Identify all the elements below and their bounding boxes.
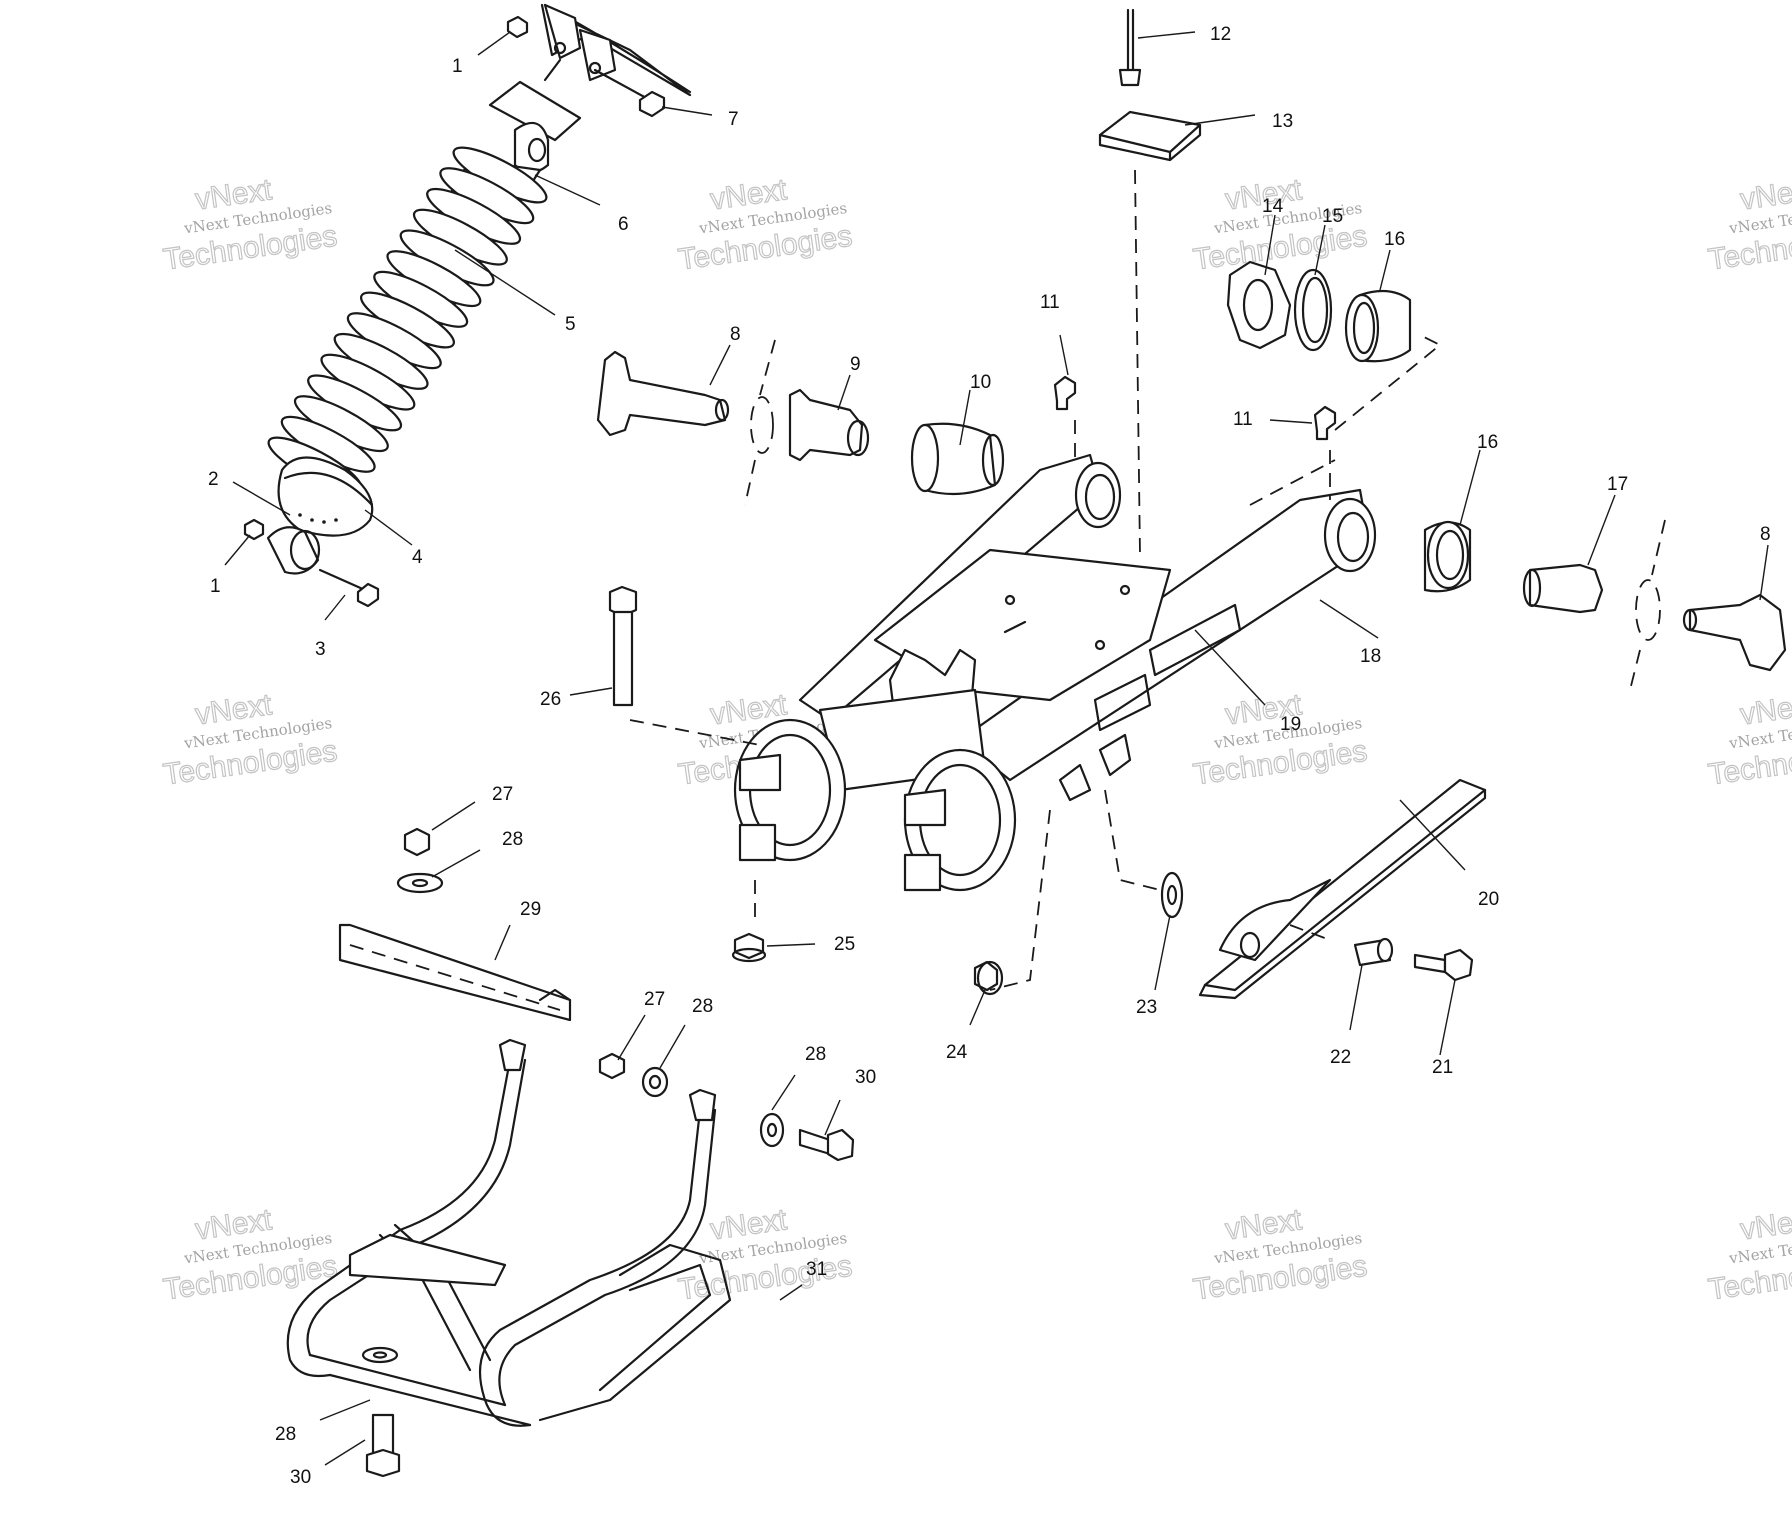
callout-20: 20: [1478, 889, 1499, 910]
callout-8-right: 8: [1760, 524, 1771, 545]
callout-leaders: [224, 31, 1769, 1466]
callout-3: 3: [315, 639, 326, 660]
callout-21: 21: [1432, 1057, 1453, 1078]
callout-13: 13: [1272, 111, 1293, 132]
pivot-shaft-8-right: [1688, 593, 1787, 672]
callout-25: 25: [834, 934, 855, 955]
pivot-shaft-8: [596, 350, 727, 437]
watermark-vnext: vNext: [1738, 688, 1792, 731]
callout-1-top: 1: [452, 56, 463, 77]
top-hardware: [1053, 8, 1412, 441]
callout-labels: 1 7 6 5 2 1 4 3 12 13 14 15 16 11 8 9 10…: [208, 24, 1771, 1488]
callout-18: 18: [1360, 646, 1381, 667]
callout-9: 9: [850, 354, 861, 375]
callout-12: 12: [1210, 24, 1231, 45]
skid-assembly: [973, 778, 1487, 1000]
callout-19: 19: [1280, 714, 1301, 735]
callout-4: 4: [412, 547, 423, 568]
callout-11-right: 11: [1233, 409, 1253, 430]
callout-8-left: 8: [730, 324, 741, 345]
callout-6: 6: [618, 214, 629, 235]
callout-17: 17: [1607, 474, 1628, 495]
pivot-hardware-left: [596, 339, 1005, 506]
callout-28-bottom: 28: [275, 1424, 296, 1445]
bolt-7: [593, 68, 652, 102]
watermark-vnext: vNext: [1738, 1203, 1792, 1246]
callout-27-top: 27: [492, 784, 513, 805]
angle-strip-29: [338, 923, 572, 1022]
callout-16-top: 16: [1384, 229, 1405, 250]
callout-14: 14: [1262, 196, 1284, 217]
callout-23: 23: [1136, 997, 1157, 1018]
grab-bar-bracket: [348, 1233, 507, 1287]
grab-bar-assembly: [286, 1038, 855, 1478]
callout-28-right: 28: [805, 1044, 826, 1065]
callout-29: 29: [520, 899, 541, 920]
swing-arm: [733, 169, 1442, 991]
callout-26: 26: [540, 689, 561, 710]
nut-14: [1226, 260, 1292, 350]
callout-22: 22: [1330, 1047, 1351, 1068]
shock-absorber-assembly: [243, 3, 692, 608]
callout-5: 5: [565, 314, 576, 335]
callout-28-top: 28: [502, 829, 523, 850]
coil-spring: [267, 146, 548, 494]
callout-2: 2: [208, 469, 219, 490]
callout-31: 31: [806, 1259, 827, 1280]
pivot-hardware-right: [1423, 519, 1787, 691]
nut-25: [733, 932, 765, 960]
callout-28-mid: 28: [692, 996, 713, 1017]
callout-15: 15: [1322, 206, 1343, 227]
watermark-vnext: vNext: [1738, 173, 1792, 216]
nut-top: [506, 15, 529, 39]
callout-7: 7: [728, 109, 739, 130]
plate-13: [1098, 110, 1202, 154]
spacer-17: [1528, 563, 1604, 614]
callout-11-left: 11: [1040, 292, 1060, 313]
callout-24: 24: [946, 1042, 968, 1063]
callout-1-lower: 1: [210, 576, 221, 597]
callout-30-bottom: 30: [290, 1467, 311, 1488]
decal-19: [1148, 603, 1242, 677]
callout-16-right: 16: [1477, 432, 1498, 453]
nut-27: [403, 827, 431, 857]
callout-27-mid: 27: [644, 989, 665, 1010]
callout-10: 10: [970, 372, 991, 393]
long-bolt-26: [608, 585, 761, 746]
washer-28: [396, 872, 444, 894]
callout-30-right: 30: [855, 1067, 876, 1088]
lower-left-hardware: [338, 827, 767, 1022]
bushing-9: [788, 388, 864, 462]
